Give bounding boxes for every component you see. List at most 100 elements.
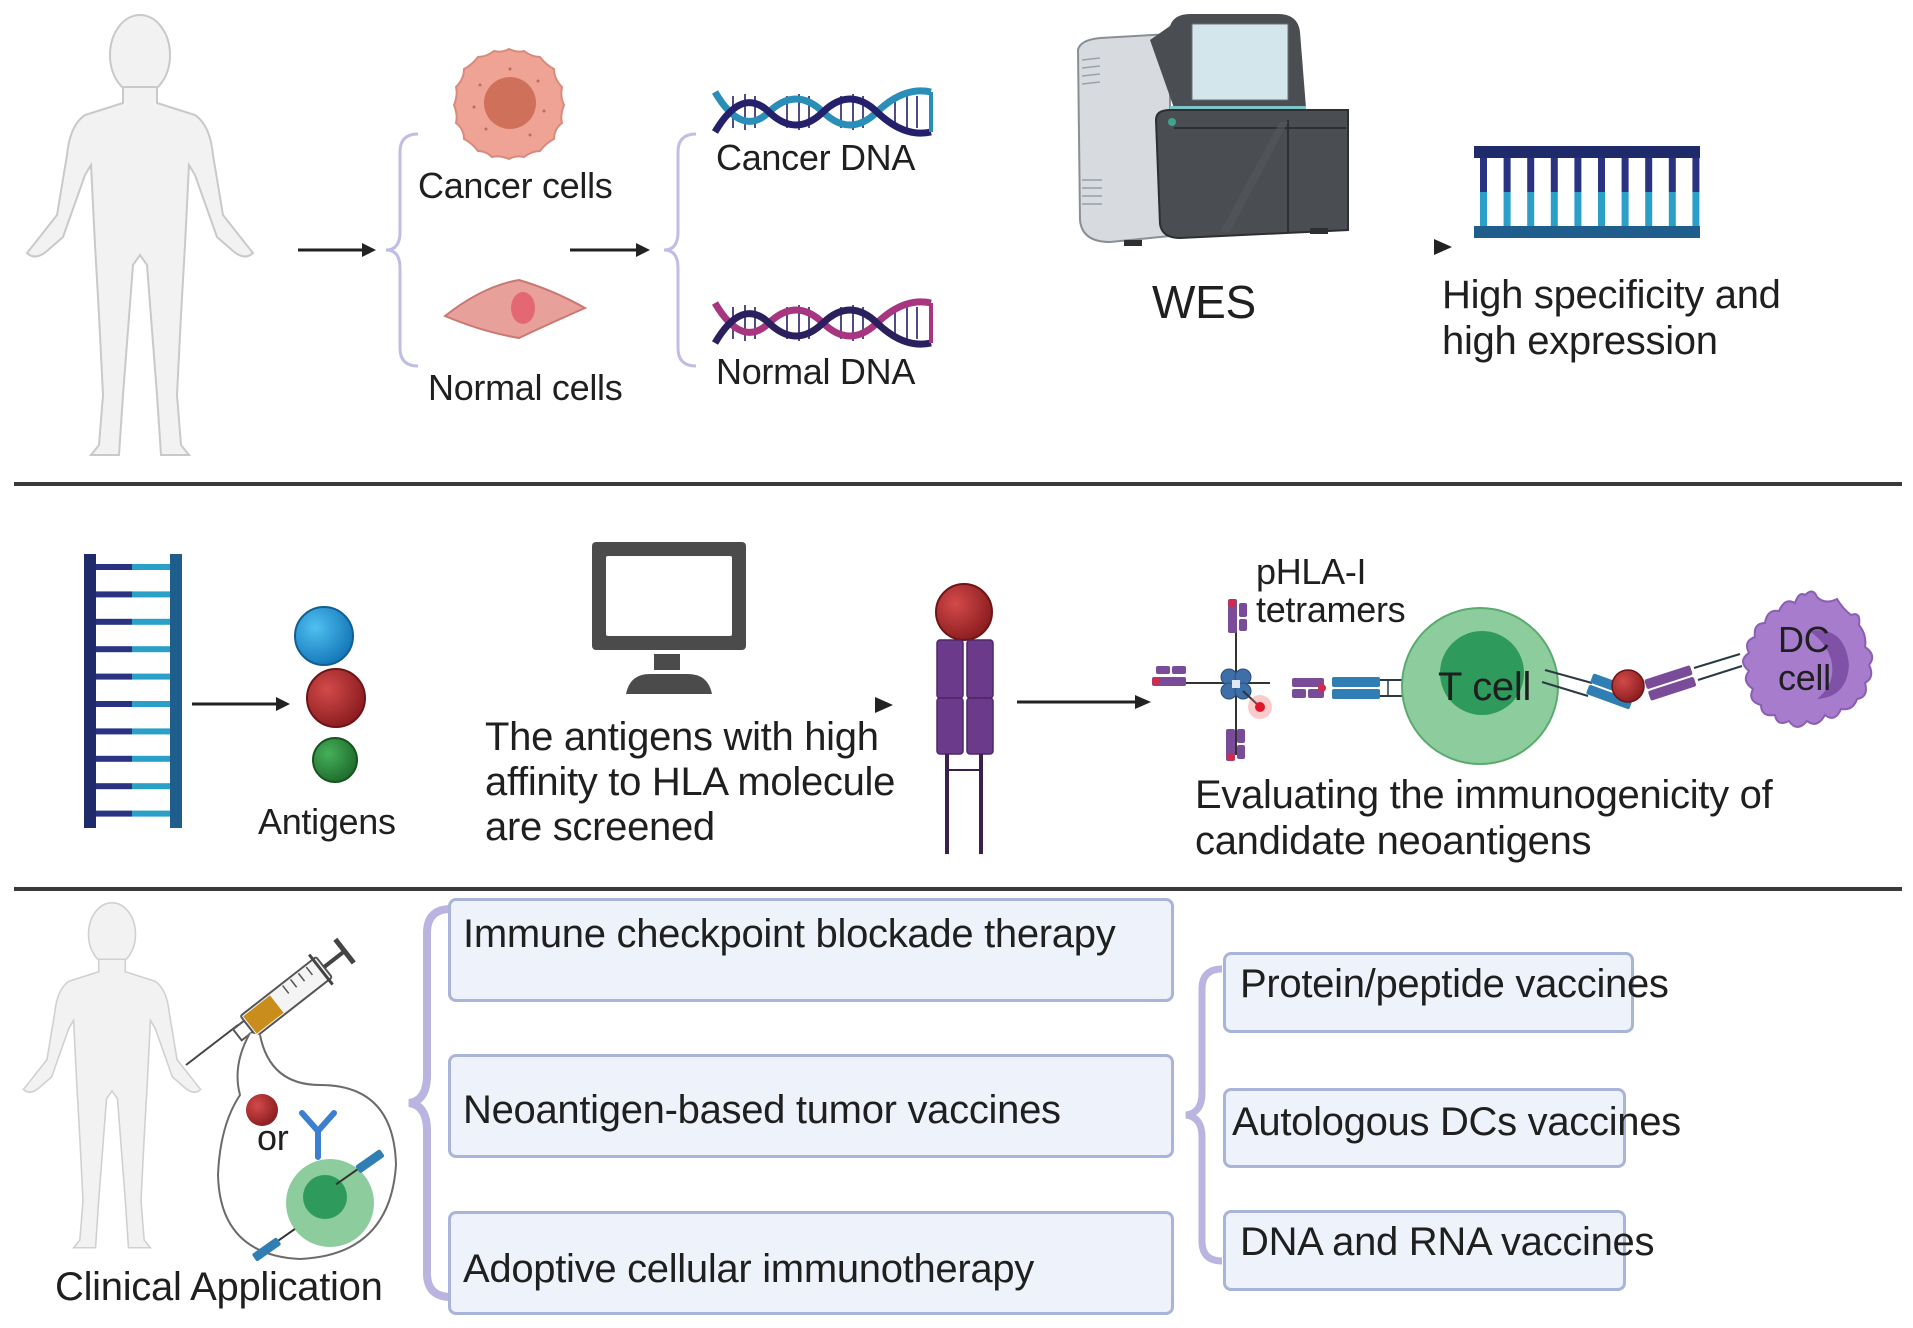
normal-cell-icon — [443, 278, 588, 340]
ladder-rung — [1621, 158, 1629, 192]
vaccine-type-box: Protein/peptide vaccines — [1223, 952, 1669, 1033]
ladder-rung — [1480, 158, 1487, 192]
tetramer-label-line2: tetramers — [1256, 589, 1406, 630]
ladder-rung — [132, 783, 170, 790]
section-divider — [14, 887, 1902, 891]
therapy-box: Immune checkpoint blockade therapy — [448, 898, 1174, 1002]
ladder-rung — [96, 783, 132, 790]
ladder-rung — [1668, 192, 1676, 226]
ladder-rung — [96, 618, 132, 625]
ladder-rung — [1574, 158, 1582, 192]
ladder-rung — [1645, 192, 1653, 226]
result-label-line2: high expression — [1442, 319, 1718, 363]
ladder-rung — [1527, 158, 1535, 192]
hla-molecule-icon — [935, 583, 994, 854]
human-body-icon — [22, 902, 202, 1249]
screen-label-line3: are screened — [485, 805, 715, 849]
vaccine-type-box: Autologous DCs vaccines — [1223, 1088, 1681, 1168]
therapy-box: Neoantigen-based tumor vaccines — [448, 1054, 1174, 1158]
screen-label-line1: The antigens with high — [485, 715, 879, 759]
ladder-rung — [1598, 158, 1605, 192]
computer-monitor-icon — [592, 542, 746, 694]
ladder-rung — [96, 701, 132, 707]
ladder-rung — [132, 618, 170, 625]
screen-label-line2: affinity to HLA molecule — [485, 760, 896, 804]
arrow-icon — [970, 239, 1452, 255]
normal-dna-label: Normal DNA — [716, 351, 916, 392]
ladder-rung — [96, 728, 132, 735]
therapy-box: Adoptive cellular immunotherapy — [448, 1211, 1174, 1315]
ladder-rung — [1503, 192, 1511, 226]
arrow-icon — [1017, 695, 1151, 709]
ladder-rung — [1503, 158, 1511, 192]
antigen-molecules-icon — [294, 606, 366, 783]
ladder-rung — [132, 728, 170, 735]
vaccine-type-label: Protein/peptide vaccines — [1240, 962, 1669, 1006]
cancer-dna-helix-icon — [711, 87, 933, 137]
ladder-rung — [96, 564, 132, 570]
tcr-binding-chain-icon — [1292, 607, 1743, 765]
ladder-rung — [132, 701, 170, 707]
cancer-dna-label: Cancer DNA — [716, 137, 916, 178]
ladder-rung — [132, 810, 170, 817]
evaluate-label-line1: Evaluating the immunogenicity of — [1195, 773, 1773, 817]
brace-icon — [385, 132, 419, 368]
ladder-rung — [1550, 158, 1558, 192]
clinical-application-title: Clinical Application — [55, 1265, 383, 1309]
vaccine-type-box: DNA and RNA vaccines — [1223, 1210, 1655, 1291]
dc-cell-label-line1: DC — [1778, 619, 1830, 660]
ladder-rung — [96, 673, 132, 680]
cancer-cell-icon — [452, 47, 566, 161]
antigens-label: Antigens — [258, 801, 396, 842]
dc-cell-icon — [1742, 590, 1874, 728]
t-cell-label: T cell — [1438, 665, 1532, 709]
ladder-rung — [132, 564, 170, 570]
therapy-label: Immune checkpoint blockade therapy — [463, 912, 1116, 956]
ladder-rung — [1550, 192, 1558, 226]
sequencer-icon — [1076, 14, 1349, 246]
wes-label: WES — [1152, 276, 1256, 328]
evaluate-label-line2: candidate neoantigens — [1195, 819, 1592, 863]
ladder-rung — [96, 591, 132, 598]
ladder-rung — [132, 755, 170, 762]
ladder-rung — [1527, 192, 1535, 226]
pHLA-tetramer-icon — [1152, 599, 1272, 761]
ladder-rung — [1645, 158, 1653, 192]
ladder-rung — [96, 646, 132, 653]
ladder-rung — [1668, 158, 1676, 192]
tetramer-label-line1: pHLA-I — [1256, 551, 1367, 592]
brace-icon — [1185, 965, 1223, 1265]
dna-ladder-icon — [1474, 146, 1700, 238]
ladder-rung — [1480, 192, 1487, 226]
human-body-icon — [25, 14, 255, 456]
normal-dna-helix-icon — [711, 298, 933, 348]
vaccine-type-label: Autologous DCs vaccines — [1232, 1100, 1681, 1144]
brace-icon — [408, 905, 452, 1301]
ladder-rung — [96, 755, 132, 762]
or-label: or — [257, 1117, 289, 1158]
ladder-rung — [96, 810, 132, 817]
result-label-line1: High specificity and — [1442, 273, 1781, 317]
ladder-rung — [132, 673, 170, 680]
therapy-label: Adoptive cellular immunotherapy — [463, 1247, 1034, 1291]
arrow-icon — [570, 243, 650, 257]
brace-icon — [663, 132, 697, 368]
normal-cells-label: Normal cells — [428, 367, 623, 408]
therapy-label: Neoantigen-based tumor vaccines — [463, 1088, 1061, 1132]
arrow-icon — [298, 243, 376, 257]
ladder-rung — [1692, 158, 1700, 192]
vaccine-type-label: DNA and RNA vaccines — [1240, 1220, 1655, 1264]
ladder-rung — [1692, 192, 1700, 226]
section-divider — [14, 482, 1902, 486]
ladder-rung — [132, 591, 170, 598]
ladder-rung — [1621, 192, 1629, 226]
arrow-icon — [192, 697, 290, 711]
ladder-rung — [132, 646, 170, 653]
ladder-rung — [1574, 192, 1582, 226]
arrow-icon — [415, 697, 893, 713]
dna-ladder-icon — [84, 554, 182, 828]
syringe-icon — [185, 937, 398, 1261]
dc-cell-label-line2: cell — [1778, 657, 1831, 698]
ladder-rung — [1598, 192, 1605, 226]
cancer-cells-label: Cancer cells — [418, 165, 613, 206]
